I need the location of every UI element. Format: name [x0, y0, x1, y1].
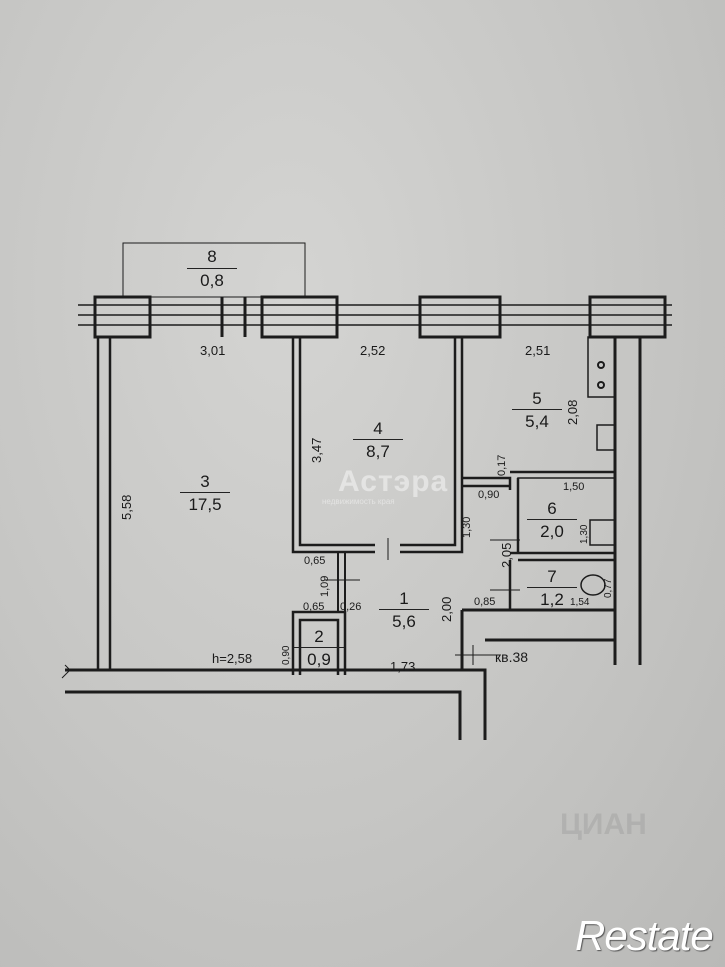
dim-1-30-bath: 1,30: [579, 524, 590, 544]
dim-0-65-bottom: 0,65: [303, 601, 325, 613]
room-2-number: 2: [314, 627, 324, 646]
dim-0-17: 0,17: [496, 454, 508, 476]
corridor-wall: [460, 608, 617, 670]
dim-0-65-top: 0,65: [304, 555, 326, 567]
right-wall: [613, 337, 642, 665]
bottom-wall: [65, 668, 487, 740]
room-1-area: 5,6: [379, 609, 429, 630]
room-3-area: 17,5: [180, 492, 230, 513]
dim-5-58: 5,58: [119, 494, 134, 520]
watermark-astera-subtitle: недвижимость края: [322, 497, 395, 506]
dim-0-26: 0,26: [340, 601, 362, 613]
dim-1-73: 1,73: [390, 659, 416, 674]
room-4-walls: [291, 337, 464, 554]
dim-1-54: 1,54: [570, 597, 590, 608]
room-7-area: 1,2: [527, 587, 577, 608]
dim-0-77: 0,77: [603, 578, 614, 598]
watermark-restate-logo: Restate: [575, 912, 714, 959]
room-4-number: 4: [373, 419, 383, 438]
room-8-number: 8: [207, 247, 217, 266]
dim-0-90-wc: 0,90: [281, 645, 292, 665]
balcony-outline: [122, 242, 306, 298]
dim-3-01: 3,01: [200, 343, 226, 358]
room-8-area: 0,8: [187, 268, 237, 289]
room-6-area: 2,0: [527, 519, 577, 540]
room-5-number: 5: [532, 389, 542, 408]
dim-3-47: 3,47: [309, 437, 324, 463]
window-lines: [78, 304, 672, 326]
dim-2-08: 2,08: [565, 399, 580, 425]
dim-1-09: 1,09: [319, 575, 331, 597]
dim-1-50: 1,50: [563, 481, 585, 493]
room-4-area: 8,7: [353, 439, 403, 460]
dim-0-85: 0,85: [474, 596, 496, 608]
room-5-area: 5,4: [512, 409, 562, 430]
watermark-cian: ЦИАН: [560, 808, 647, 841]
exterior-wall-blocks: [93, 295, 667, 339]
room-6-number: 6: [547, 499, 557, 518]
dim-2-05: 2,05: [499, 542, 514, 568]
room-2-area: 0,9: [294, 647, 344, 668]
dim-2-52: 2,52: [360, 343, 386, 358]
room-7-number: 7: [547, 567, 557, 586]
dim-2-51: 2,51: [525, 343, 551, 358]
apartment-label: кв.38: [495, 649, 529, 665]
room-3-number: 3: [200, 472, 210, 491]
watermark-astera: Астэра: [338, 465, 449, 498]
dim-1-30-corridor: 1,30: [461, 516, 473, 538]
dim-2-00: 2,00: [439, 596, 454, 622]
left-wall: [96, 335, 112, 672]
dim-0-90-door: 0,90: [478, 489, 500, 501]
ceiling-height: h=2,58: [212, 651, 253, 666]
room-1-number: 1: [399, 589, 409, 608]
